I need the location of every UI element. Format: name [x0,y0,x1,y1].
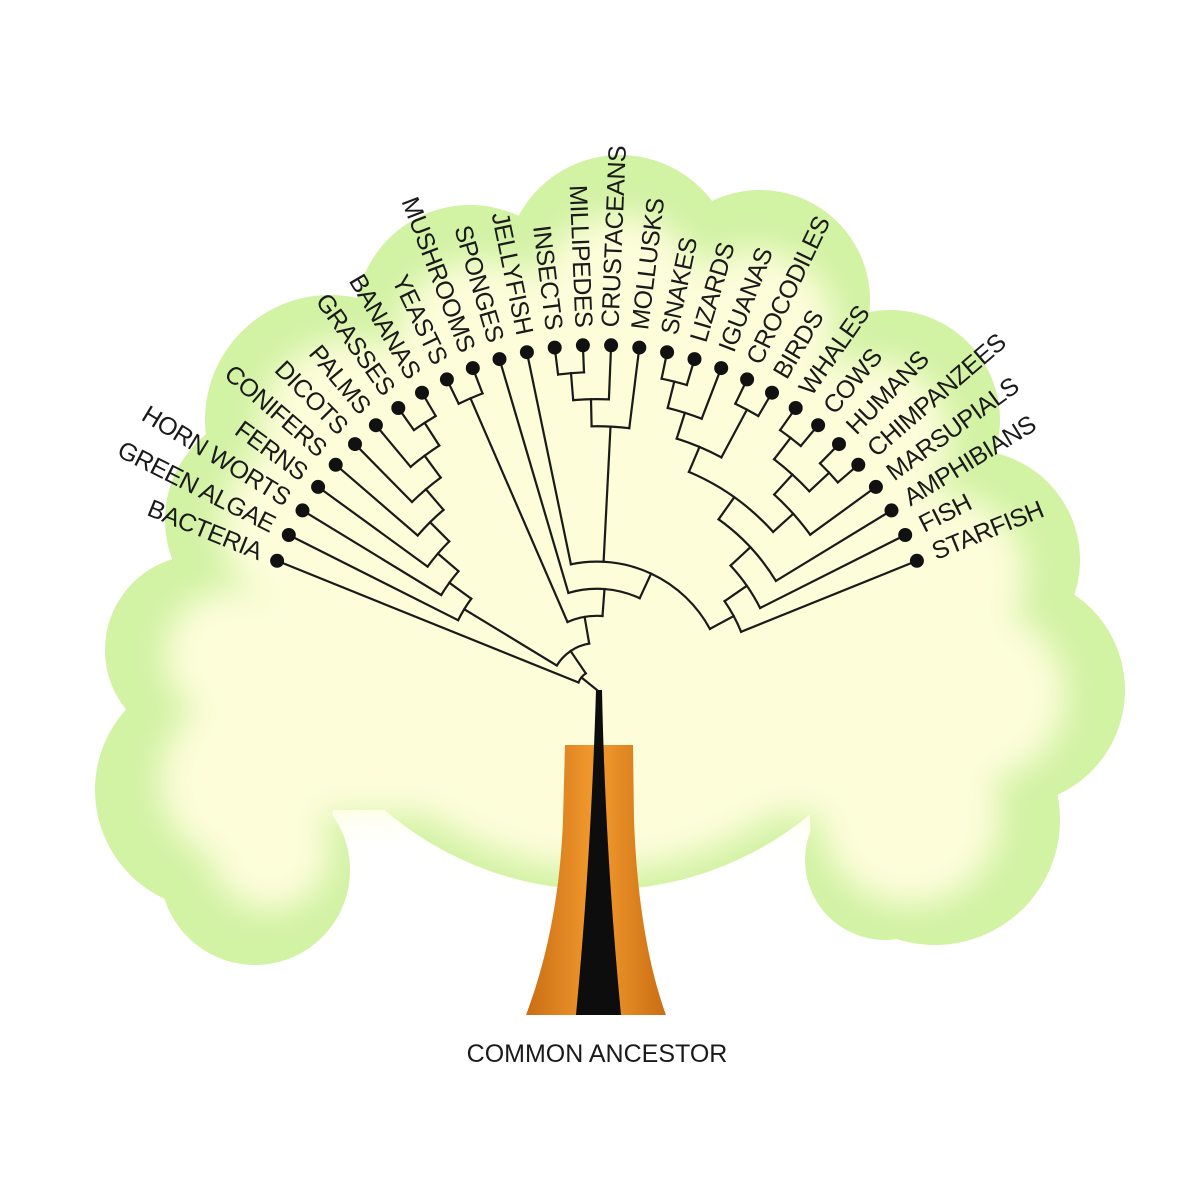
branch-segment [374,423,413,469]
branch-segment [808,485,878,537]
leaf-tip-crustaceans [604,338,619,353]
leaf-tip-fish [898,528,913,542]
leaf-tip-amphibians [884,503,899,518]
leaf-tip-green-algae [281,528,296,542]
branch-segment [758,533,907,610]
branch-segment [719,408,749,459]
leaf-tip-humans [832,437,846,452]
leaf-tip-insects [547,340,562,355]
branch-segment [583,615,591,645]
leaf-tip-palms [368,418,383,433]
tree-tips [270,338,924,568]
branch-arc [569,560,712,631]
branch-arc [567,587,642,600]
leaf-tip-conifers [328,457,343,472]
leaf-tip-sponges [492,352,507,367]
branch-arc [717,517,778,583]
branch-segment [601,587,606,618]
branch-segment [774,508,894,583]
branch-segment [700,366,723,421]
branch-segment [638,572,653,600]
branch-segment [334,463,420,538]
branch-segment [423,421,441,448]
branch-segment [675,411,687,440]
branch-segment [739,559,919,634]
branch-segment [569,371,575,402]
leaf-tip-lizards [687,352,702,367]
leaf-tip-grasses [391,401,406,415]
branch-segment [687,445,701,474]
branch-segment [589,398,593,428]
branch-segment [602,425,612,563]
leaf-tip-bacteria [270,553,285,568]
branch-segment [717,495,736,521]
branch-segment [525,350,573,566]
branch-segment [771,512,795,534]
branch-segment [723,584,749,603]
leaf-tip-mollusks [632,340,647,355]
leaf-tip-ferns [311,479,326,494]
leaf-tip-jellyfish [519,345,534,360]
branch-segment [498,357,570,595]
branch-segment [316,485,430,569]
leaf-tip-chimpanzees [851,457,866,472]
leaf-tip-horn-worts [295,503,310,518]
branch-segment [772,436,793,461]
branch-segment [436,552,461,573]
leaf-tip-whales [788,401,803,415]
branch-segment [423,454,443,480]
branch-segment [300,508,443,597]
leaf-tip-yeasts [439,372,454,387]
branch-arc [687,470,775,534]
branch-segment [579,675,599,692]
leaf-tip-bananas [415,385,429,400]
branch-segment [353,442,414,504]
root-label: COMMON ANCESTOR [467,1040,728,1068]
branch-segment [462,607,559,668]
branch-arc [572,398,611,402]
branch-arc [729,564,762,610]
branch-arc [566,614,604,624]
branch-segment [708,614,736,631]
branch-segment [628,346,641,430]
branch-arc [555,642,591,668]
branch-segment [569,649,588,675]
branch-segment [447,581,473,601]
leaf-tip-dicots [348,437,362,452]
leaf-tip-cows [811,418,826,433]
branch-segment [772,473,794,497]
branch-segment [424,487,446,512]
leaf-tip-mushrooms [465,361,480,376]
leaf-tip-snakes [660,345,675,360]
leaf-tip-crocodiles [740,372,755,387]
branch-segment [469,396,569,624]
trunk-center [576,690,621,1015]
tree-trunk [526,690,666,1015]
branch-segment [729,545,752,568]
leaf-tip-marsupials [868,479,883,494]
leaf-label-millipedes: MILLIPEDES [564,185,598,328]
branch-segment [428,520,451,543]
branch-segment [666,380,676,410]
branch-segment [287,533,460,622]
leaf-tip-millipedes [575,338,590,353]
branch-segment [275,559,580,684]
branch-segment [607,344,613,401]
branch-segment [807,471,831,493]
leaf-tip-starfish [909,553,924,568]
leaf-tip-iguanas [714,361,729,376]
leaf-tip-birds [765,385,779,400]
